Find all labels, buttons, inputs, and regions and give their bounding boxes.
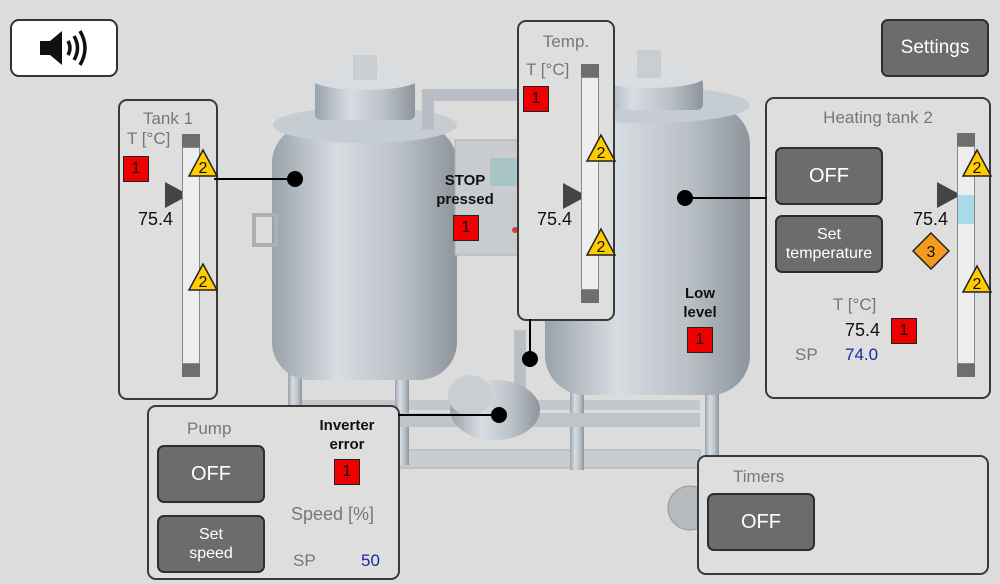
pump-sp-label: SP xyxy=(293,551,316,570)
stop-message-line1: STOP xyxy=(444,172,486,189)
pump-off-button[interactable]: OFF xyxy=(157,445,265,503)
heating-warning-badge-icon[interactable]: 3 xyxy=(911,231,951,271)
pump-title: Pump xyxy=(187,419,232,438)
tank1-alarm-badge[interactable]: 1 xyxy=(123,156,149,182)
set-speed-line2: speed xyxy=(189,545,233,562)
heating-warning-high-icon[interactable]: 2 xyxy=(961,148,993,178)
inverter-alarm-badge[interactable]: 1 xyxy=(334,459,360,485)
temp-panel-title: Temp. xyxy=(542,32,590,51)
settings-button[interactable]: Settings xyxy=(881,19,989,77)
timers-title: Timers xyxy=(733,467,785,486)
low-level-line1: Low xyxy=(685,285,715,302)
temp-panel-temp-value: 75.4 xyxy=(537,209,573,229)
heating-sp-label: SP xyxy=(795,345,818,364)
tank1-warning-high-icon[interactable]: 2 xyxy=(187,148,219,178)
tank1-title: Tank 1 xyxy=(142,109,194,128)
speaker-icon xyxy=(40,30,87,66)
heating-tank2-title: Heating tank 2 xyxy=(823,108,933,127)
heating-warning-badge-text: 3 xyxy=(927,244,936,261)
temp-warning-high-text: 2 xyxy=(597,145,606,162)
heating-off-button[interactable]: OFF xyxy=(775,147,883,205)
pump-marker-dot xyxy=(491,407,507,423)
tank1-warning-high-text: 2 xyxy=(199,160,208,177)
temp-bar-top xyxy=(581,64,599,77)
heating-sp-value: 74.0 xyxy=(845,345,879,364)
stop-alarm-badge[interactable]: 1 xyxy=(453,215,479,241)
inverter-error-line2: error xyxy=(329,436,365,453)
heating-marker-dot xyxy=(677,190,693,206)
pump-panel: Pump OFF Set speed Speed [%] SP 50 xyxy=(147,405,400,580)
tank1-leader-line xyxy=(214,178,296,180)
pump-speed-label: Speed [%] xyxy=(291,504,375,524)
heating-bar-bottom xyxy=(957,364,975,377)
set-temperature-button[interactable]: Set temperature xyxy=(775,215,883,273)
set-speed-line1: Set xyxy=(198,526,223,543)
pump-sp-value: 50 xyxy=(361,551,380,570)
temp-warning-low-icon[interactable]: 2 xyxy=(585,227,617,257)
pump-leader-line xyxy=(398,414,502,416)
temp-panel-alarm-badge[interactable]: 1 xyxy=(523,86,549,112)
temp-panel: Temp. T [°C] 1 75.4 2 2 xyxy=(517,20,617,321)
heating-level-value: 75.4 xyxy=(913,209,949,229)
temp-panel-temp-label: T [°C] xyxy=(526,60,570,79)
stop-message: STOP pressed xyxy=(425,171,505,209)
heating-temp-value: 75.4 xyxy=(845,320,881,340)
sound-button[interactable] xyxy=(10,19,118,77)
temp-leader-line xyxy=(529,319,531,359)
tank1-temp-value: 75.4 xyxy=(138,209,174,229)
stop-message-line2: pressed xyxy=(436,191,494,208)
tank1-marker-dot xyxy=(287,171,303,187)
timers-panel: Timers OFF xyxy=(697,455,989,575)
temp-warning-high-icon[interactable]: 2 xyxy=(585,133,617,163)
temp-bar-bottom xyxy=(581,290,599,303)
heating-tank2-panel: Heating tank 2 OFF Set temperature 75.4 … xyxy=(765,97,993,399)
heating-temp-label: T [°C] xyxy=(833,295,877,314)
heating-warning-high-text: 2 xyxy=(973,160,982,177)
tank1-warning-low-text: 2 xyxy=(199,274,208,291)
heating-warning-low-icon[interactable]: 2 xyxy=(961,264,993,294)
temp-level-bar xyxy=(581,77,599,290)
tank1-temp-label: T [°C] xyxy=(127,129,171,148)
set-speed-button[interactable]: Set speed xyxy=(157,515,265,573)
low-level-message: Low level xyxy=(668,284,732,322)
heating-level-fill xyxy=(958,194,974,224)
timers-off-button[interactable]: OFF xyxy=(707,493,815,551)
temp-warning-low-text: 2 xyxy=(597,239,606,256)
tank1-bar-bottom xyxy=(182,364,200,377)
inverter-error-message: Inverter error xyxy=(305,416,389,454)
heating-warning-low-text: 2 xyxy=(973,276,982,293)
temp-marker-dot xyxy=(522,351,538,367)
low-level-alarm-badge[interactable]: 1 xyxy=(687,327,713,353)
heating-level-bar xyxy=(957,146,975,364)
inverter-error-line1: Inverter xyxy=(319,417,375,434)
tank1-panel: Tank 1 T [°C] 1 75.4 2 2 xyxy=(118,99,219,400)
tank1-warning-low-icon[interactable]: 2 xyxy=(187,262,219,292)
heating-bar-top xyxy=(957,133,975,146)
set-temperature-line1: Set xyxy=(816,226,841,243)
low-level-line2: level xyxy=(683,304,717,321)
heating-alarm-badge[interactable]: 1 xyxy=(891,318,917,344)
tank1-bar-top xyxy=(182,134,200,147)
tank1-level-bar xyxy=(182,147,200,364)
heating-leader-line xyxy=(690,197,767,199)
set-temperature-line2: temperature xyxy=(785,245,873,262)
